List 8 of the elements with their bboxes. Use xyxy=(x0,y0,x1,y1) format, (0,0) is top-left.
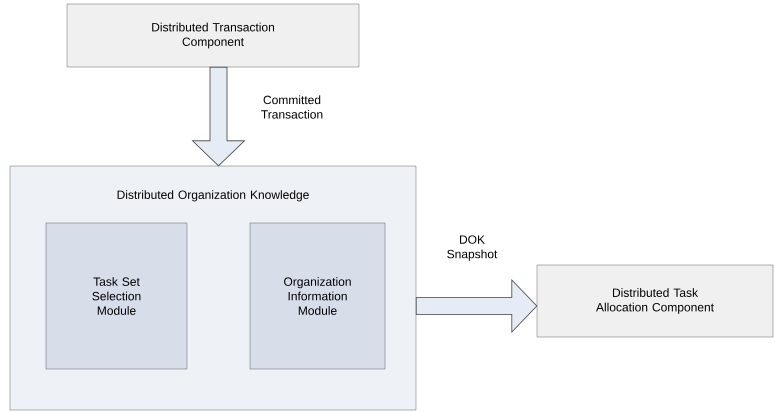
module-box: Organization Information Module xyxy=(250,222,386,370)
component-box: Distributed Task Allocation Component xyxy=(536,264,774,338)
block-arrow xyxy=(192,66,246,166)
edge-label: DOK Snapshot xyxy=(447,235,498,261)
edge-label: Committed Transaction xyxy=(261,95,322,119)
block-arrow xyxy=(416,279,538,333)
component-box: Distributed Transaction Component xyxy=(66,4,360,68)
module-box: Task Set Selection Module xyxy=(46,222,188,370)
